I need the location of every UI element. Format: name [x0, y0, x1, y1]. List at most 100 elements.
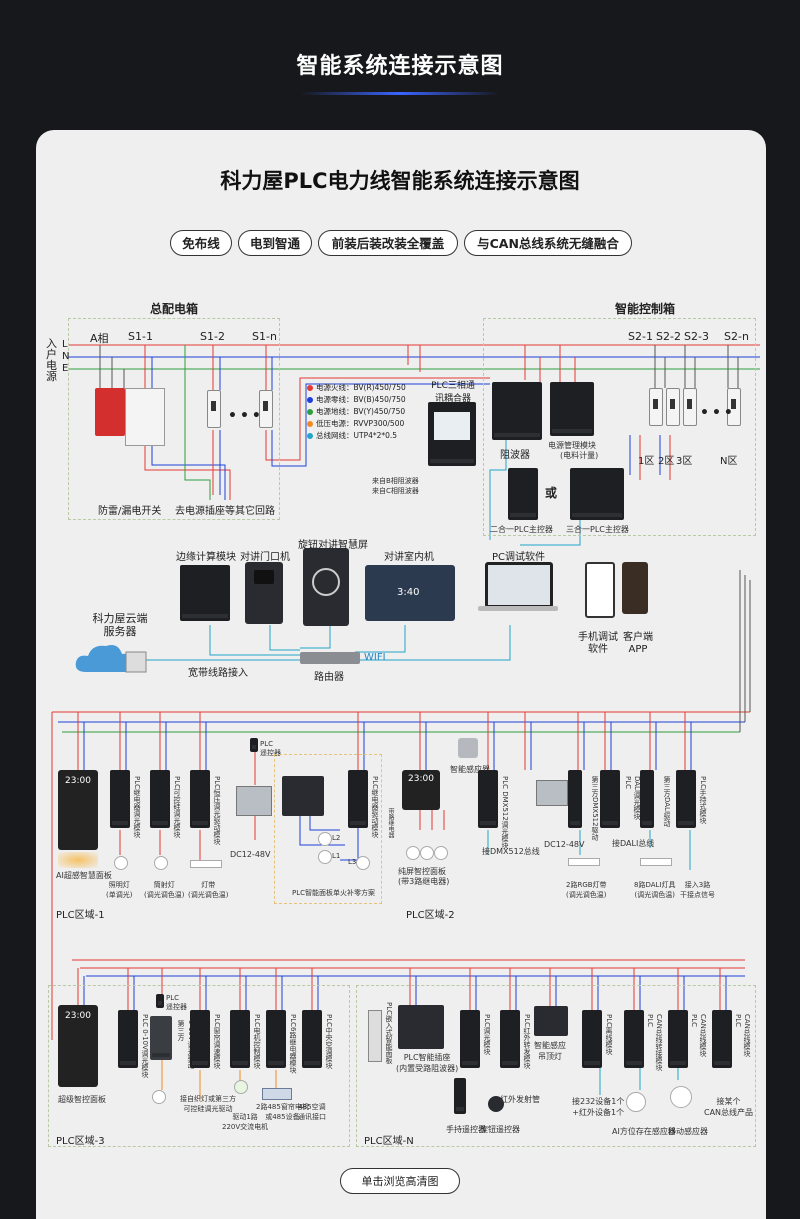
zone-label-2: 2区 — [658, 456, 675, 467]
zonen-ai-sensor-label: AI方位存在感应器 — [612, 1127, 676, 1136]
zone1-l3-lamp — [356, 856, 370, 870]
zonen-smart-socket — [398, 1005, 444, 1049]
zone1-l2-lamp — [318, 832, 332, 846]
zone1-module-1 — [110, 770, 130, 828]
control-box-title: 智能控制箱 — [615, 302, 676, 316]
zonen-ceiling-lamp-label: 智能感应 吊顶灯 — [534, 1041, 566, 1061]
zone2-bulb-1 — [406, 846, 420, 860]
zone3-module-3-label: PLC窗帘调速模块 — [213, 1014, 221, 1070]
zone3-note-1: 接自织灯或第三方 可控硅调光驱动 — [180, 1095, 236, 1113]
zonen-module-8 — [668, 1010, 688, 1068]
zone3-bulb — [152, 1090, 166, 1104]
cloud-icon — [75, 645, 147, 673]
switch-s1-2: S1-2 — [200, 330, 225, 343]
indoor-station: 3:40 — [365, 565, 455, 621]
header-title: 智能系统连接示意图 — [296, 54, 504, 79]
phone-device — [585, 562, 615, 618]
zone2-dali-module — [600, 770, 620, 828]
zone3-module-1 — [118, 1010, 138, 1068]
zone1-psu — [236, 786, 272, 816]
zone3-panel-label: 超级智控面板 — [58, 1095, 106, 1104]
main-box-title: 总配电箱 — [150, 302, 199, 316]
coupler-note-b: 来自B相阻波器 — [372, 477, 419, 485]
zone3-module-3 — [190, 1010, 210, 1068]
zone2-dali-driver-label: 第三方DALI驱动 — [663, 776, 671, 828]
zone3-plc-tag: PLC 遥控器 — [166, 994, 187, 1011]
switch-s2-1: S2-1 — [628, 330, 653, 343]
zonen-label: PLC区域-N — [364, 1136, 414, 1147]
zone1-module-1-label: PLC继电器调光模块 — [133, 776, 141, 839]
host-2in1 — [508, 468, 538, 520]
surge-protector — [95, 388, 125, 436]
zone1-switch-panel — [282, 776, 324, 816]
meter-device — [550, 382, 594, 436]
legend-bus-dot — [307, 433, 313, 439]
zone1-lamp-label-2: 筒射灯 (调光调色温) — [144, 881, 185, 899]
zone2-bulb-3 — [434, 846, 448, 860]
zone1-scheme-box — [274, 754, 382, 904]
view-hd-button[interactable]: 单击浏览高清图 — [340, 1168, 460, 1194]
zone3-motor — [234, 1080, 248, 1094]
input-power-label: 入户电源 — [46, 337, 57, 383]
zone2-dali-strip — [640, 858, 672, 866]
zone3-module-4 — [230, 1010, 250, 1068]
zone3-module-4-label: PLC电机控制模块 — [253, 1014, 261, 1070]
zone3-plc-remote — [156, 994, 164, 1008]
meter-sub-label: (电料计量) — [560, 451, 599, 460]
zone2-rgb-label: 2路RGB灯带 (调光调色温) — [566, 881, 607, 899]
breaker-s2-3 — [683, 388, 697, 426]
zonen-remote-b-label: 旋钮遥控器 — [480, 1125, 520, 1134]
zonen-handheld-remote — [454, 1078, 466, 1114]
zone1-lamp-1 — [114, 856, 128, 870]
zone2-handheld-module — [676, 770, 696, 828]
door-station — [245, 562, 283, 624]
router-label: 路由器 — [314, 672, 344, 683]
cloud-server-label: 科力屋云端服务器 — [92, 612, 148, 638]
zone-label-3: 3区 — [676, 456, 693, 467]
zone3-curtain — [262, 1088, 292, 1100]
zone1-plc-tag: PLC 遥控器 — [260, 740, 281, 757]
pc-laptop-base — [478, 606, 558, 611]
zone2-dc-label: DC12-48V — [544, 840, 585, 849]
zone-label-n: N区 — [720, 456, 738, 467]
app-device — [622, 562, 648, 614]
legend-live: 电源火线：BV(R)450/750 — [307, 382, 406, 393]
breaker-s2-2 — [666, 388, 680, 426]
router-device — [300, 652, 360, 664]
switch-s2-n: S2-n — [724, 330, 749, 343]
zone1-plc-remote — [250, 738, 258, 752]
zone1-module-3-label: PLC恒压调光驱动模块 — [213, 776, 221, 846]
zonen-can-label: 接某个 CAN总线产品 — [704, 1097, 754, 1117]
switch-s1-n: S1-n — [252, 330, 277, 343]
zone2-psu — [536, 780, 568, 806]
zone3-super-panel: 23:00 — [58, 1005, 98, 1087]
broadband-label: 宽带线路接入 — [188, 668, 248, 679]
zonen-module-6-label: PLC离线模块 — [605, 1014, 613, 1056]
zone3-module-1-label: PLC 0-10V调光模块 — [141, 1014, 149, 1078]
zone1-led-strip — [190, 860, 222, 868]
zone3-note-3: 2路485窗帘电机 或485设备 — [256, 1103, 309, 1121]
zone1-module-4-label: PLC继电器驱动模块 — [371, 776, 379, 839]
zonen-module-3-label: PLC调光模块 — [483, 1014, 491, 1056]
zone2-dali-bus-label: 接DALI总线 — [612, 839, 655, 848]
wifi-label: WIFI — [364, 652, 386, 663]
zone3-module-6-label: PLC中央空调模块 — [325, 1014, 333, 1070]
ai-panel-time: 23:00 — [65, 776, 91, 786]
zonen-module-1-label: PLC嵌入式智能面板 — [385, 1002, 393, 1065]
zone1-module-4 — [348, 770, 368, 828]
indoor-station-label: 对讲室内机 — [384, 552, 434, 563]
zonen-module-6 — [582, 1010, 602, 1068]
zone2-dali-lamps-label: 8路DALI灯具 (调光调色温) — [634, 881, 676, 899]
zone2-screen-panel: 23:00 — [402, 770, 440, 810]
zone2-screen-sub: (带3路继电器) — [398, 877, 450, 886]
zone1-lamp-label-3: 灯带 (调光调色温) — [188, 881, 229, 899]
zone2-rgb-strip — [568, 858, 600, 866]
coupler-device — [428, 402, 476, 466]
filter-label: 阻波器 — [500, 450, 530, 461]
zone3-panel-time: 23:00 — [65, 1011, 91, 1021]
zone2-label: PLC区域-2 — [406, 910, 455, 921]
zone2-bulb-2 — [420, 846, 434, 860]
zonen-module-3 — [460, 1010, 480, 1068]
breaker-s1-2 — [207, 390, 221, 428]
